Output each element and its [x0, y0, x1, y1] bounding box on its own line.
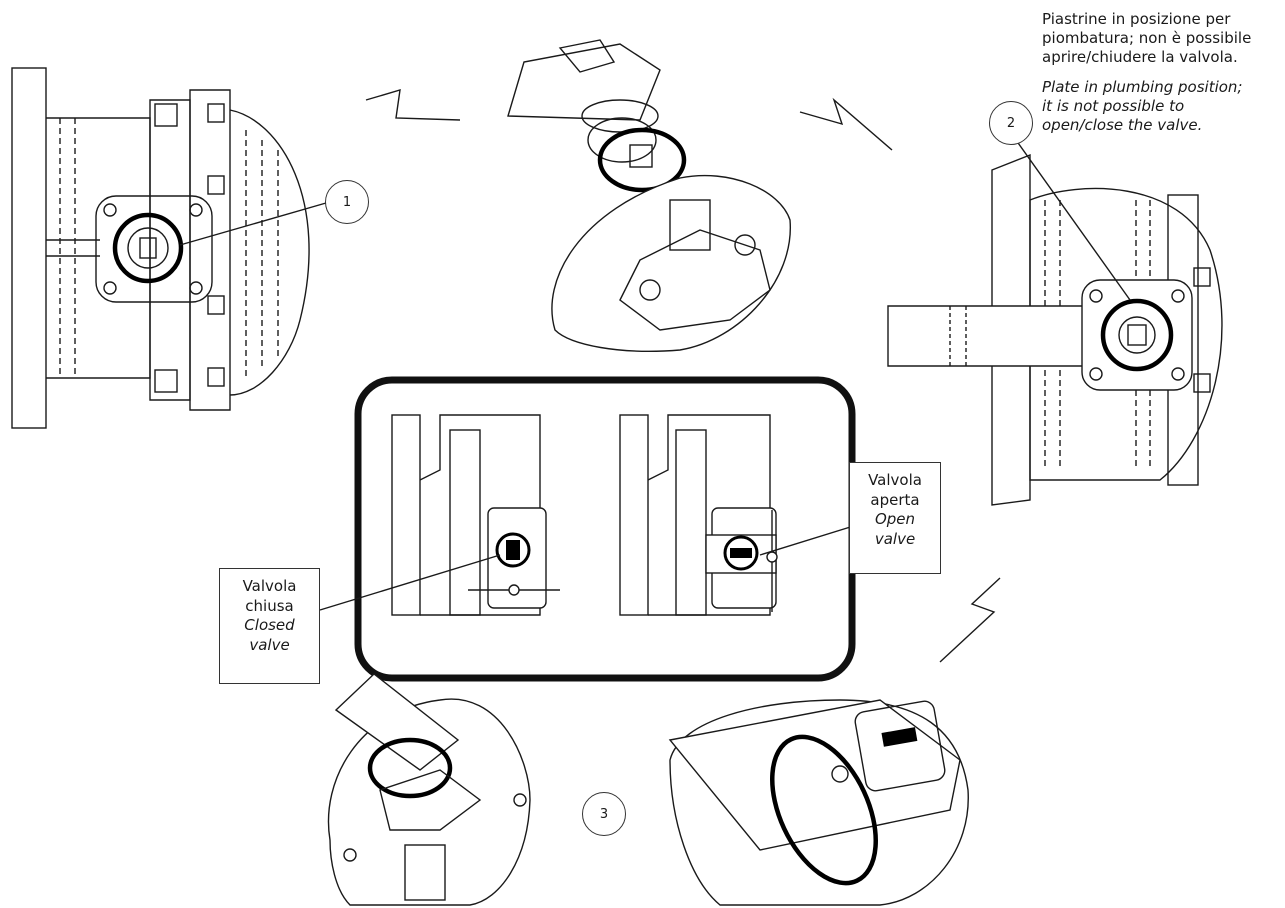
step-2-number: 2	[1006, 115, 1016, 131]
open-en-1: Open	[874, 510, 916, 528]
step-3-marker: 3	[582, 792, 626, 836]
closed-valve-callout: Valvola chiusa Closed valve	[219, 568, 320, 684]
valve-view-step3-left	[327, 673, 531, 906]
closed-it-2: chiusa	[245, 596, 294, 615]
note-it-line3: aprire/chiudere la valvola.	[1042, 47, 1238, 66]
open-valve-callout: Valvola aperta Open valve	[849, 462, 941, 574]
open-it-2: aperta	[870, 490, 920, 509]
exploded-parts-view	[507, 39, 791, 352]
closed-valve-sketch	[319, 414, 560, 616]
open-it-1: Valvola	[868, 471, 922, 489]
step-2-marker: 2	[989, 101, 1033, 145]
closed-en-2: valve	[249, 635, 290, 654]
valve-view-step2	[887, 139, 1223, 506]
valve-view-step1	[11, 67, 327, 429]
note-it-line2: piombatura; non è possibile	[1042, 28, 1252, 47]
note-en-line1: Plate in plumbing position;	[1042, 78, 1243, 97]
step-1-marker: 1	[325, 180, 369, 224]
comparison-frame	[319, 376, 861, 682]
step-arrows	[365, 89, 1001, 663]
note-en-line2: it is not possible to	[1042, 97, 1185, 115]
plate-position-note: Piastrine in posizione per piombatura; n…	[1042, 10, 1282, 135]
closed-en-1: Closed	[244, 616, 295, 634]
closed-it-1: Valvola	[242, 577, 297, 595]
open-en-2: valve	[874, 529, 916, 548]
note-it-line1: Piastrine in posizione per	[1042, 10, 1231, 28]
open-valve-sketch	[619, 414, 861, 616]
step-3-number: 3	[599, 806, 609, 822]
note-en-line3: open/close the valve.	[1042, 115, 1203, 134]
step-1-number: 1	[342, 194, 352, 210]
valve-view-step3-right	[668, 699, 969, 906]
